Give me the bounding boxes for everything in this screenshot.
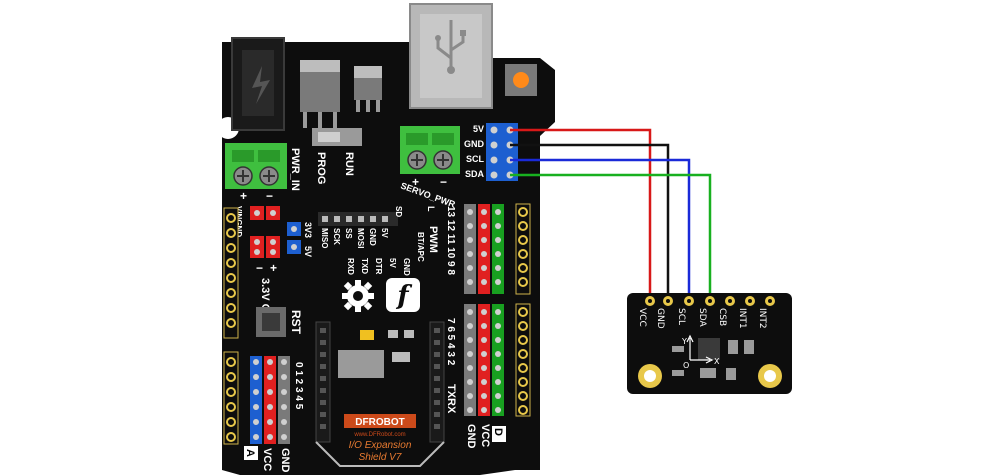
digital-pins-bottom: 7 6 5 4 3 2 [445,318,456,366]
v3v3-label: 3V3 [303,222,313,238]
voltage-regulator [300,60,340,128]
sensor-pin-csb: CSB [717,308,727,326]
brand-url: www.DFRobot.com [353,432,405,438]
sensor-pin-sda: SDA [697,308,707,327]
analog-pin-numbers: 0 1 2 3 4 5 [293,362,304,410]
brand-plate [344,414,416,428]
power-header [223,207,239,339]
sensor-pin-int2: INT2 [757,308,767,329]
brand-name: DFROBOT [355,417,404,428]
pwm-label: PWM [427,226,439,253]
regulator-ic [338,350,384,378]
iic-label-scl: SCL [466,154,485,164]
gnd-label-a: GND [279,448,291,473]
usb-icon [436,20,465,68]
usb-connector [409,3,493,109]
accelerometer-chip [698,338,720,360]
iic-label-gnd: GND [464,139,485,149]
smd-part [744,340,754,354]
pwr-in-minus: − [266,189,273,203]
wire-5v [510,128,652,300]
sd-label: SD [394,206,403,217]
icsp-ss: SS [344,228,353,239]
sensor-pin-int1: INT1 [737,308,747,329]
uart-rxd: RXD [346,258,355,275]
iic-label-5v: 5V [473,124,484,134]
sensor-pin-vcc: VCC [637,308,647,327]
txrx-label: TXRX [445,384,457,414]
shield-version: Shield V7 [359,452,402,463]
smd-part [672,370,684,376]
sensor-pin-scl: SCL [676,308,686,325]
xbee-socket [315,321,445,467]
pwr-in-label: PWR_IN [289,148,301,191]
axis-o-label: O [683,361,689,370]
analog-header [223,351,290,445]
d-label: D [492,428,504,436]
a-label: A [244,449,256,457]
reset-button-top[interactable] [505,64,537,96]
shield-title: I/O Expansion [349,440,412,451]
power-jack [231,37,285,131]
gear-icon [342,280,374,312]
dfrobot-logo-icon: f [386,278,420,312]
axis-x-label: X [714,357,720,366]
digital-header-bottom [464,303,531,417]
rst-button[interactable] [256,307,286,337]
vingnd-header [250,206,280,258]
smd-part [404,330,414,338]
digital-header-top [464,203,531,295]
icsp-miso: MISO [320,228,329,248]
d-badge [492,426,506,442]
axis-indicator-icon [686,334,714,364]
axis-y-label: Y [681,337,687,346]
uart-gnd: GND [402,258,411,276]
vcc-label-a: VCC [261,448,273,471]
prog-label: PROG [315,152,327,184]
vcc-label-d: VCC [479,424,491,447]
sensor-pin-gnd: GND [655,308,665,329]
servo-minus: − [440,175,447,189]
uart-5v: 5V [388,258,397,268]
wire-scl [510,158,691,300]
smd-part [728,340,738,354]
iic-label-sda: SDA [465,169,485,179]
icsp-header [318,212,398,226]
bt-apc-label: BT/APC [416,232,425,262]
a-badge [244,446,258,460]
smd-part [700,368,716,378]
smd-part [392,352,410,362]
icsp-sck: SCK [332,228,341,245]
uart-txd: TXD [360,258,369,274]
icsp-gnd: GND [368,228,377,246]
icsp-5v: 5V [380,228,389,238]
regulator-small [354,66,382,112]
smd-part [726,368,736,380]
smd-part [388,330,398,338]
l-led-label: L [426,206,436,212]
icsp-mosi: MOSI [356,228,365,248]
svg-text:f: f [395,281,412,311]
pwr-in-plus: + [240,189,247,203]
voltage-selector[interactable] [287,222,301,254]
wire-gnd [510,143,670,300]
gnd-label-d: GND [465,424,477,449]
out-plus: + [270,261,277,275]
out-minus: − [256,261,263,275]
prog-run-switch[interactable] [312,128,362,146]
v5v-label: 5V [303,246,313,257]
run-label: RUN [343,152,355,176]
pwr-in-terminal [225,143,287,189]
servo-plus: + [412,175,419,189]
digital-pins-top: 13 12 11 10 9 8 [445,206,456,275]
rst-label: RST [289,310,303,335]
sensor-pin-pads [645,296,775,306]
capacitor [360,330,374,340]
wire-sda [510,173,712,300]
iic-header [486,123,518,181]
servo-pwr-terminal [400,126,460,174]
smd-part [672,346,684,352]
uart-dtr: DTR [374,258,383,275]
